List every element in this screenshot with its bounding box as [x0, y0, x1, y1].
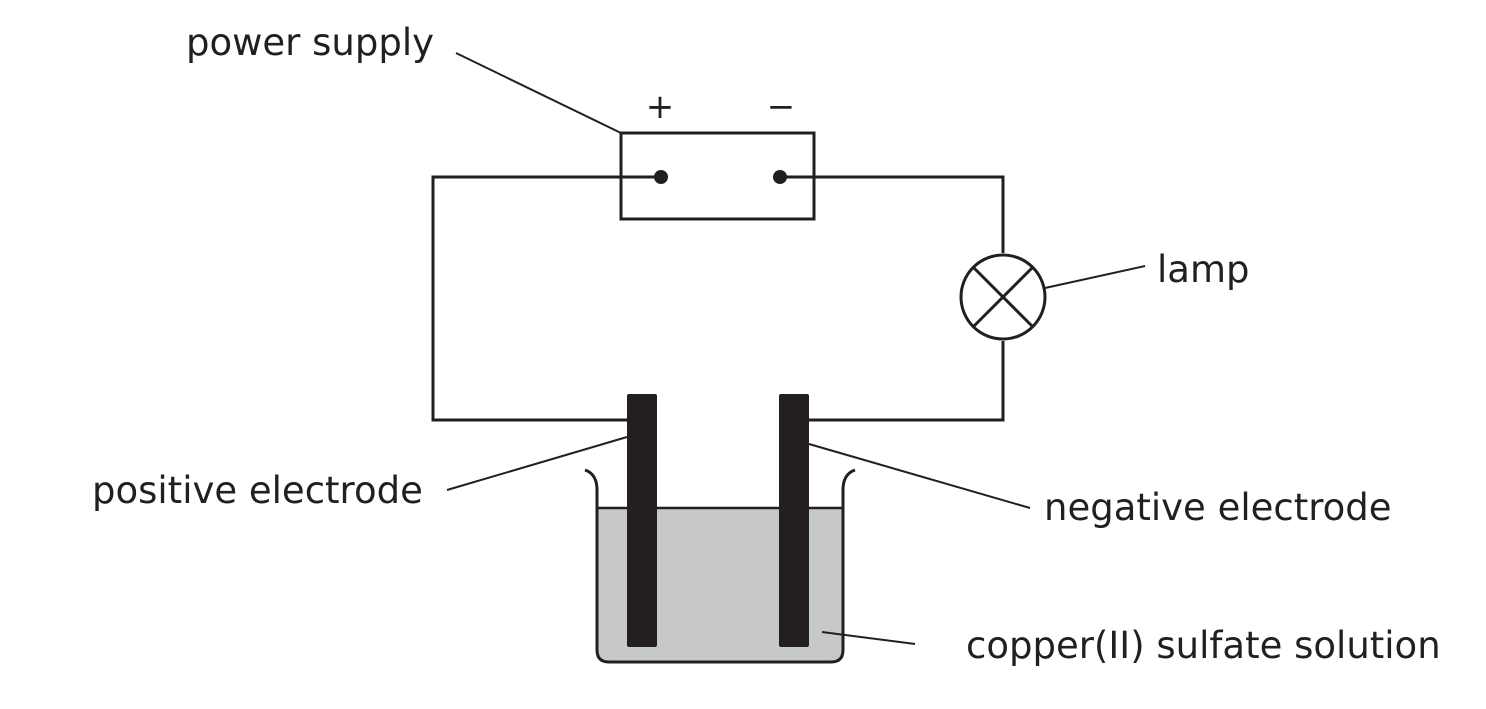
- power-supply-label: power supply: [186, 21, 434, 64]
- positive-electrode-label: positive electrode: [92, 469, 423, 512]
- positive-electrode-leader: [446, 436, 628, 491]
- lamp-leader: [1044, 265, 1146, 289]
- negative-sign: −: [767, 87, 796, 127]
- solution-label: copper(II) sulfate solution: [966, 624, 1441, 667]
- wire-right-lower: [808, 341, 1005, 422]
- wire-left: [431, 175, 661, 422]
- lamp-label: lamp: [1157, 248, 1249, 291]
- negative-electrode-leader: [808, 443, 1031, 509]
- wire-right: [780, 175, 1005, 253]
- beaker: [584, 468, 856, 664]
- negative-electrode-label: negative electrode: [1044, 486, 1392, 529]
- solution-leader: [821, 631, 916, 645]
- negative-electrode: [779, 394, 809, 647]
- lamp-symbol: [959, 253, 1047, 341]
- positive-sign: +: [646, 87, 675, 127]
- positive-electrode: [627, 394, 657, 647]
- power-supply-leader: [455, 52, 622, 134]
